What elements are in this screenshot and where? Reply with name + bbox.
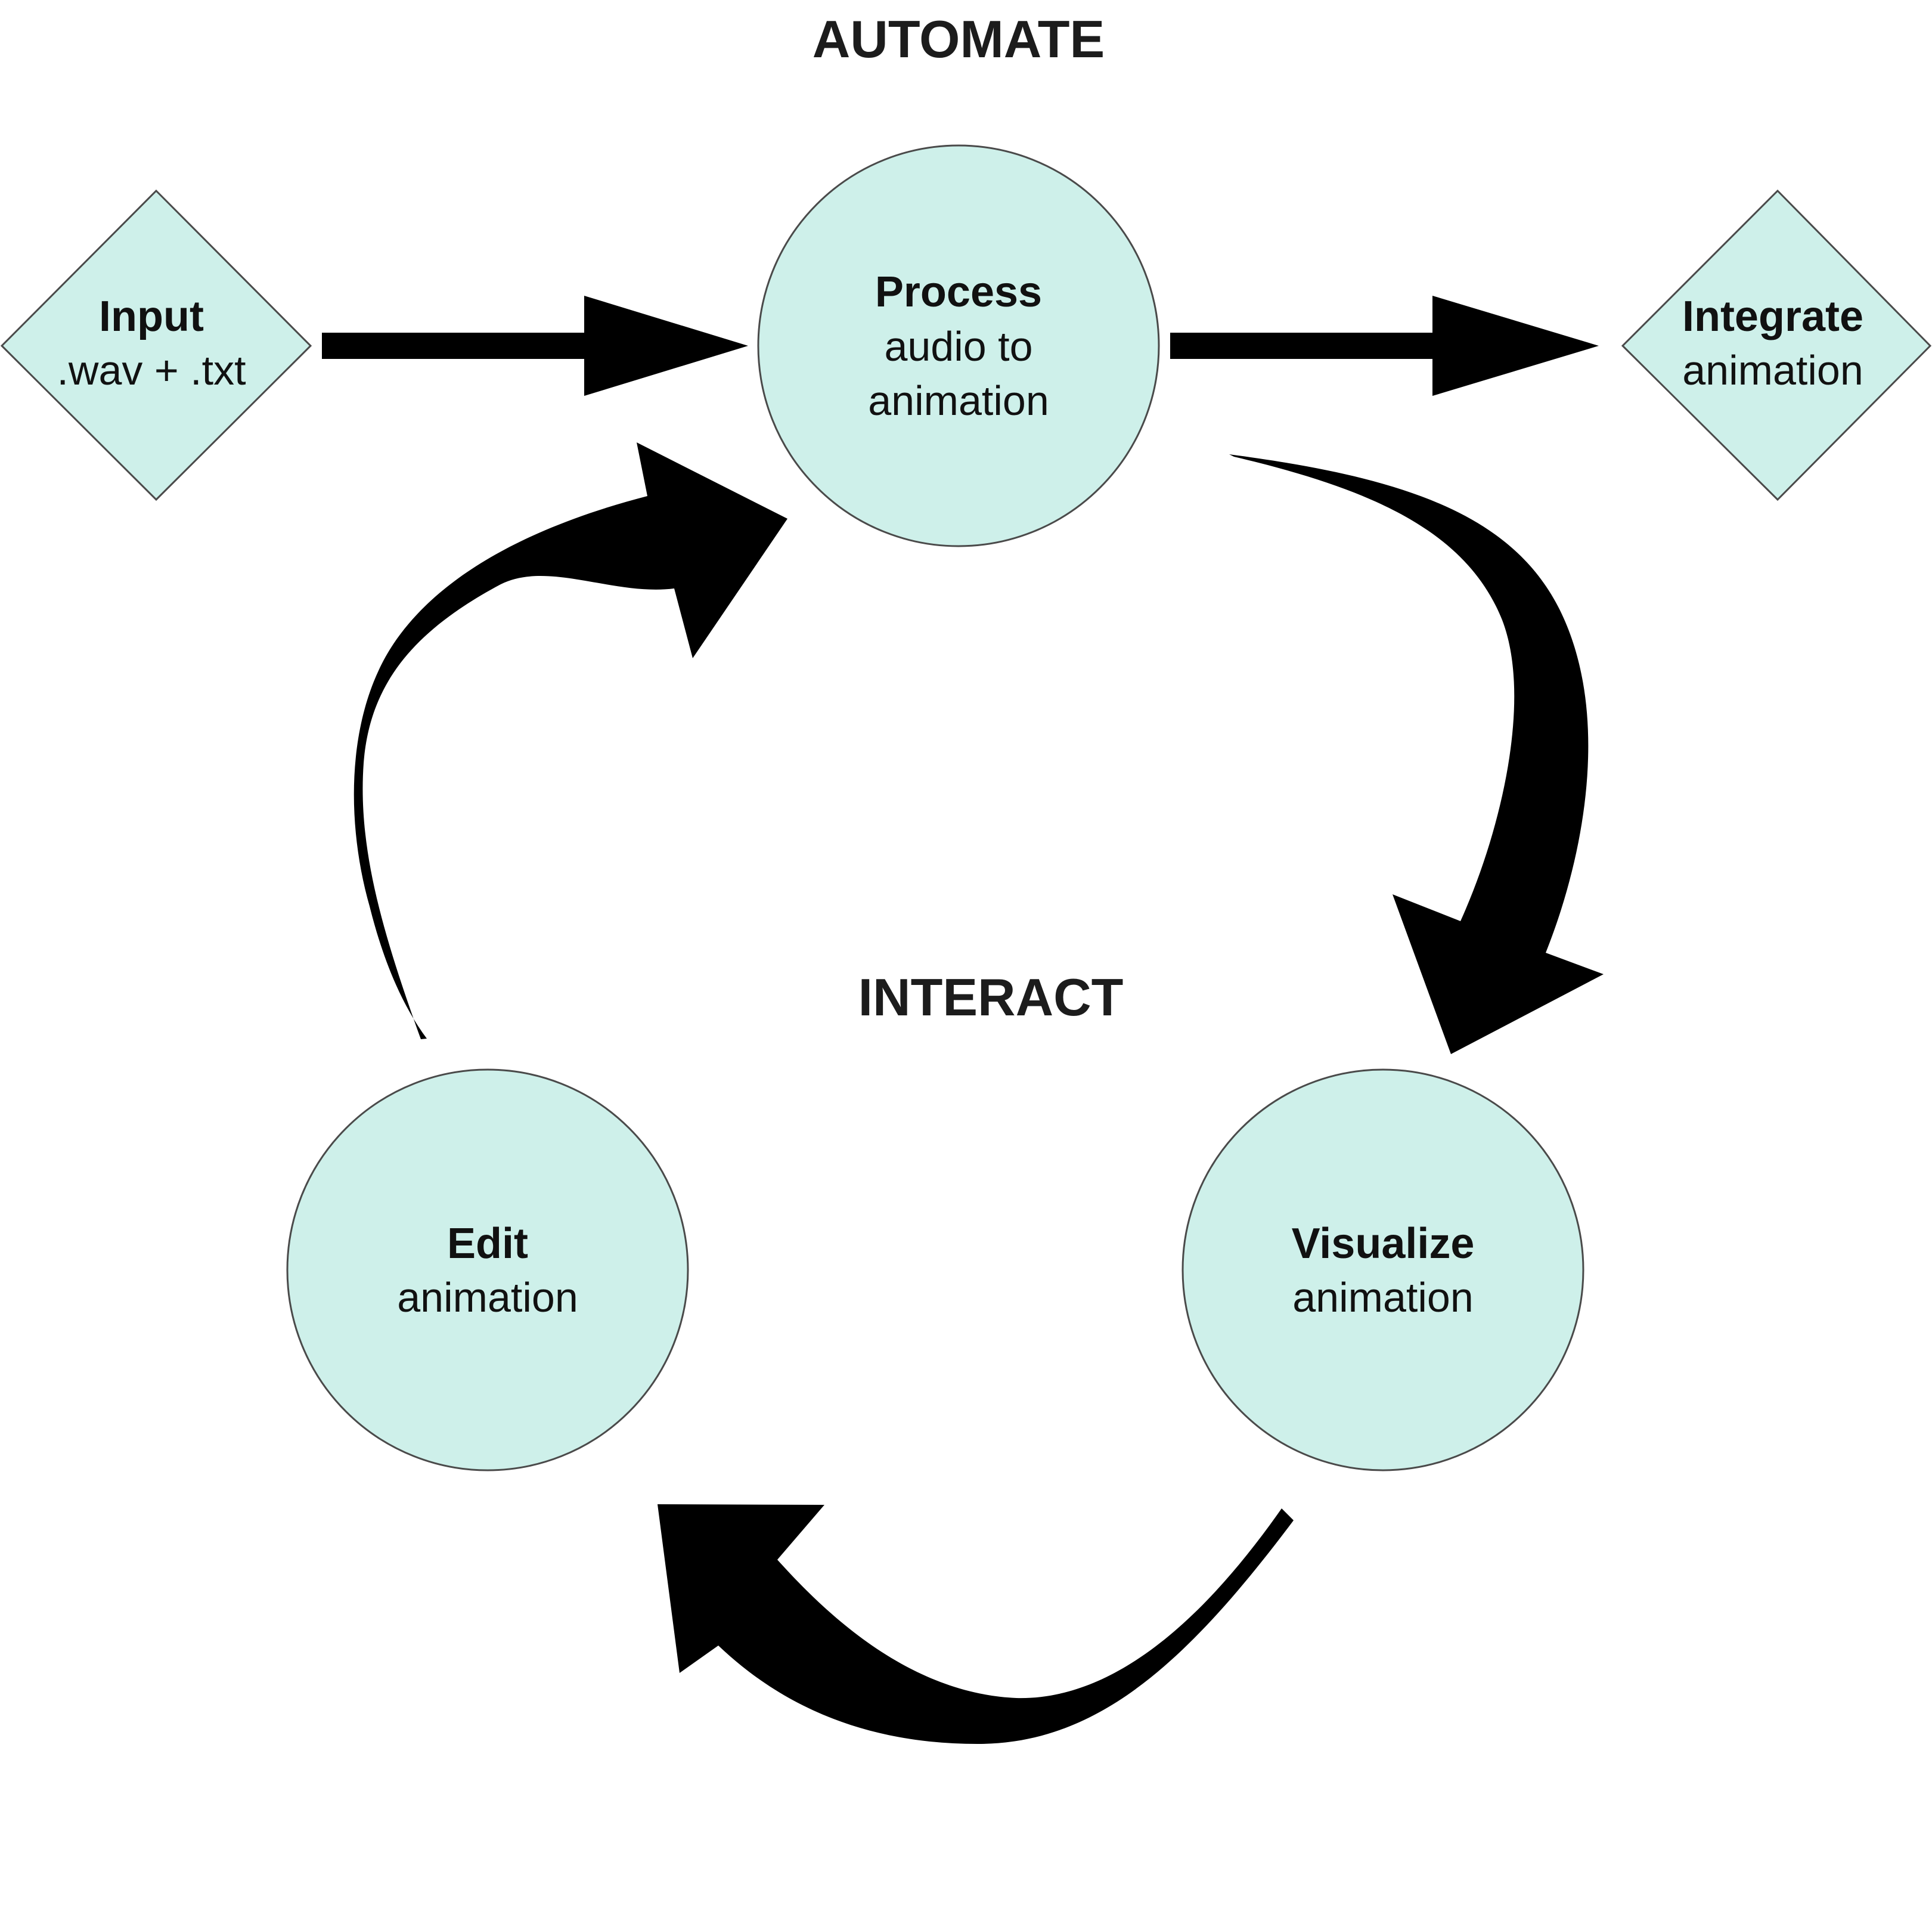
input-node: Input .wav + .txt — [0, 189, 312, 501]
integrate-node: Integrate animation — [1621, 189, 1932, 501]
process-circle — [757, 144, 1160, 547]
arrow-process-to-visualize — [1229, 454, 1604, 1054]
input-title: Input — [99, 293, 204, 340]
visualize-node: Visualize animation — [1181, 1068, 1584, 1471]
arrow-edit-to-process — [353, 442, 787, 1039]
visualize-title: Visualize — [1292, 1220, 1475, 1268]
visualize-detail: animation — [1292, 1274, 1474, 1321]
edit-title: Edit — [447, 1220, 528, 1268]
visualize-circle — [1181, 1068, 1584, 1471]
automate-heading: AUTOMATE — [813, 10, 1105, 69]
integrate-title: Integrate — [1682, 293, 1863, 340]
integrate-detail: animation — [1682, 347, 1863, 394]
process-detail-line-1: audio to — [884, 323, 1032, 370]
process-title: Process — [875, 268, 1042, 316]
arrow-visualize-to-edit — [658, 1504, 1294, 1744]
integrate-diamond — [1621, 189, 1932, 501]
input-diamond — [0, 189, 312, 501]
edit-detail: animation — [397, 1274, 578, 1321]
edit-circle — [286, 1068, 689, 1471]
process-node: Process audio to animation — [757, 144, 1160, 547]
interact-heading: INTERACT — [858, 968, 1124, 1027]
process-detail-line-2: animation — [868, 377, 1049, 424]
input-detail: .wav + .txt — [57, 347, 246, 394]
arrow-input-to-process — [322, 296, 748, 396]
edit-node: Edit animation — [286, 1068, 689, 1471]
arrow-process-to-integrate — [1170, 296, 1599, 396]
